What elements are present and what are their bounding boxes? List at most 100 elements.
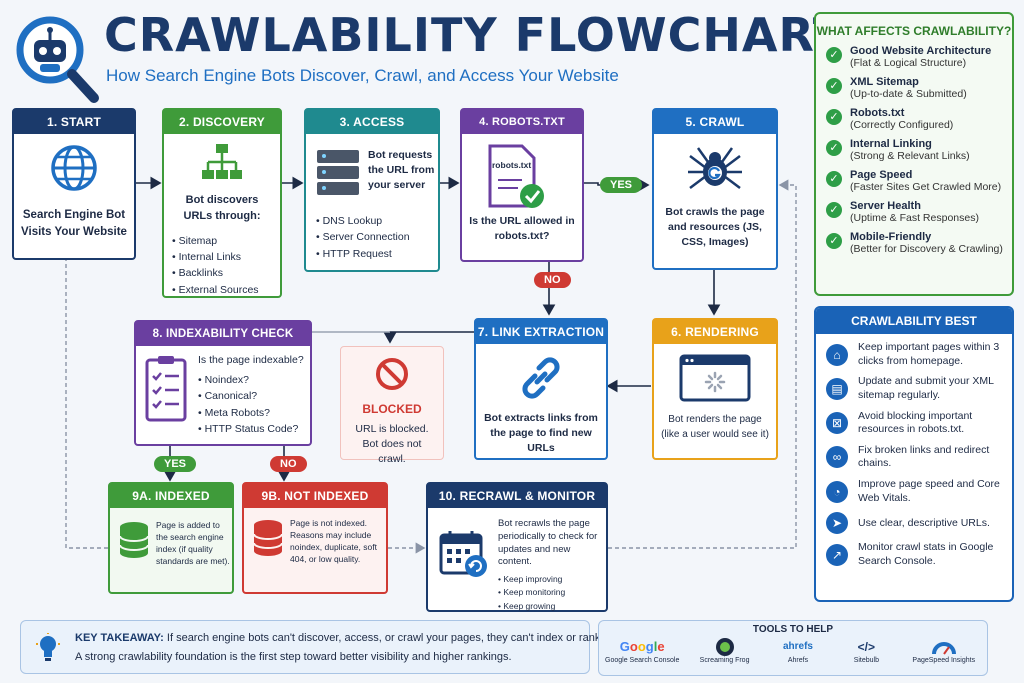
bot-magnifier-logo [12, 12, 99, 103]
best-practice-text: Update and submit your XML sitemap regul… [858, 375, 994, 401]
affects-panel: WHAT AFFECTS CRAWLABILITY? ✓ Good Website… [814, 12, 1014, 296]
step-access-text: Bot requests the URL from your server [368, 149, 435, 192]
step-robots-title: 4. ROBOTS.TXT CHECK [462, 110, 582, 152]
step-crawl-title: 5. CRAWL [654, 110, 776, 134]
index-check-list: Noindex? Canonical? Meta Robots? HTTP St… [198, 372, 304, 437]
tool-label: PageSpeed Insights [912, 657, 976, 664]
blocked-card: BLOCKED URL is blocked. Bot does not cra… [340, 346, 444, 465]
step-link-card: 7. LINK EXTRACTION Bot extracts links fr… [474, 318, 608, 460]
link-chain-icon [476, 354, 606, 407]
affects-item-name: Mobile-Friendly [850, 231, 932, 243]
tools-title: TOOLS TO HELP [752, 624, 834, 635]
step-start-card: 1. START Search Engine Bot Visits Your W… [12, 108, 136, 260]
tool-sitebulb[interactable]: </> Sitebulb [836, 637, 896, 664]
google-logo: Google [603, 637, 681, 657]
tool-screaming-frog[interactable]: Screaming Frog [690, 637, 760, 664]
robots-block-icon: ⊠ [826, 412, 848, 435]
step-indexed-card: 9A. INDEXED Page is added to the search … [108, 482, 234, 594]
list-item: Server Connection [316, 229, 438, 245]
step-discovery-title: 2. DISCOVERY [164, 110, 280, 134]
step-robots-text: Is the URL allowed in robots.txt? [469, 215, 575, 243]
list-item: HTTP Status Code? [198, 421, 304, 437]
key-takeaway-panel: KEY TAKEAWAY: If search engine bots can'… [20, 620, 631, 674]
chart-icon: ↗ [826, 544, 848, 567]
database-icon-green [118, 520, 150, 568]
affects-list: ✓ Good Website Architecture(Flat & Logica… [816, 45, 1012, 255]
affects-item-note: (Flat & Logical Structure) [850, 57, 967, 69]
step-robots-card: 4. ROBOTS.TXT CHECK robots.txt Is the UR… [460, 108, 584, 262]
step-recrawl-title: 10. RECRAWL & MONITOR [428, 484, 606, 508]
best-practice-item: ◔ Improve page speed and Core Web Vitals. [826, 478, 1012, 505]
no-badge-robots: NO [534, 272, 571, 288]
best-practice-text: Fix broken links and redirect chains. [858, 443, 990, 470]
url-icon: ➤ [826, 512, 848, 535]
affects-item-note: (Correctly Configured) [850, 119, 954, 131]
link-icon: ∞ [826, 446, 848, 469]
blocked-text: URL is blocked. Bot does not crawl. [355, 423, 429, 466]
tool-google-search-console[interactable]: Google Google Search Console [603, 637, 681, 664]
step-crawl-text: Bot crawls the page and resources (JS, C… [665, 206, 765, 249]
server-icon [316, 148, 360, 203]
affects-item-name: Good Website Architecture [850, 45, 992, 57]
google-wordmark: Google [619, 639, 665, 654]
speedometer-icon [905, 637, 983, 657]
check-icon: ✓ [826, 171, 842, 187]
affects-item: ✓Server Health(Uptime & Fast Responses) [826, 200, 1012, 224]
check-icon: ✓ [826, 140, 842, 156]
affects-item-note: (Better for Discovery & Crawling) [850, 243, 1003, 255]
tool-label: Ahrefs [787, 657, 809, 664]
affects-item-note: (Faster Sites Get Crawled More) [850, 181, 1002, 193]
step-rendering-title: 6. RENDERING [654, 320, 776, 344]
blocked-title: BLOCKED [362, 402, 422, 416]
check-icon: ✓ [826, 233, 842, 249]
list-item: Keep growing [498, 600, 606, 613]
step-discovery-card: 2. DISCOVERY Bot discovers URLs through:… [162, 108, 282, 298]
best-practice-text: Improve page speed and Core Web Vitals. [858, 478, 1000, 504]
affects-item-name: XML Sitemap [850, 76, 919, 88]
affects-item-name: Page Speed [850, 169, 913, 181]
best-practice-item: ▤Update and submit your XML sitemap regu… [826, 375, 1012, 402]
list-item: Sitemap [172, 233, 280, 249]
step-index-check-card: 8. INDEXABILITY CHECK Is the page indexa… [134, 320, 312, 446]
yes-badge-index: YES [154, 456, 197, 472]
key-takeaway-line1: If search engine bots can't discover, ac… [166, 632, 631, 644]
check-icon: ✓ [826, 78, 842, 94]
affects-item: ✓Good Website Architecture(Flat & Logica… [826, 45, 1012, 69]
step-not-indexed-title: 9B. NOT INDEXED [244, 484, 386, 508]
best-practice-item: ⊠ Avoid blocking important resources in r… [826, 410, 1012, 437]
affects-item: ✓ Page Speed(Faster Sites Get Crawled Mor… [826, 169, 1012, 193]
step-access-card: 3. ACCESS Bot requests the URL from your… [304, 108, 440, 272]
speed-icon: ◔ [826, 480, 848, 503]
affects-item: ✓XML Sitemap(Up-to-date & Submitted) [826, 76, 1012, 100]
step-recrawl-text: Bot recrawls the page periodically to ch… [498, 518, 598, 568]
list-item: External Sources [172, 282, 280, 298]
step-index-check-text: Is the page indexable? [198, 354, 304, 366]
check-icon: ✓ [826, 109, 842, 125]
recrawl-list: Keep improving Keep monitoring Keep grow… [498, 573, 606, 613]
access-list: DNS Lookup Server Connection HTTP Reques… [316, 213, 438, 262]
tool-label: Screaming Frog [699, 657, 750, 664]
best-practice-item: ∞ Fix broken links and redirect chains. [826, 444, 1012, 471]
list-item: Meta Robots? [198, 405, 304, 421]
step-access-title: 3. ACCESS [306, 110, 438, 134]
best-practice-text: Avoid blocking important resources in ro… [858, 409, 973, 436]
lightbulb-icon [35, 633, 61, 668]
affects-title: WHAT AFFECTS CRAWLABILITY? [816, 24, 1012, 38]
tool-ahrefs[interactable]: ahrefs Ahrefs [768, 637, 828, 664]
best-practices-panel: CRAWLABILITY BEST PRACTICES ⌂Keep import… [814, 306, 1014, 602]
step-start-title: 1. START [14, 110, 134, 134]
step-indexed-text: Page is added to the search engine index… [156, 520, 230, 566]
list-item: DNS Lookup [316, 213, 438, 229]
list-item: HTTP Request [316, 246, 438, 262]
best-practices-list: ⌂Keep important pages within 3 clicks fr… [816, 341, 1012, 569]
tool-pagespeed-insights[interactable]: PageSpeed Insights [905, 637, 983, 664]
frog-icon [690, 637, 760, 657]
step-start-text: Search Engine Bot Visits Your Website [21, 209, 127, 238]
tools-panel: TOOLS TO HELP Google Google Search Conso… [598, 620, 988, 676]
list-item: Backlinks [172, 265, 280, 281]
key-takeaway-line2: A strong crawlability foundation is the … [75, 651, 512, 663]
affects-item-note: (Uptime & Fast Responses) [850, 212, 979, 224]
step-discovery-text: Bot discovers URLs through: [183, 194, 261, 222]
best-practices-title: CRAWLABILITY BEST PRACTICES [816, 308, 1012, 354]
